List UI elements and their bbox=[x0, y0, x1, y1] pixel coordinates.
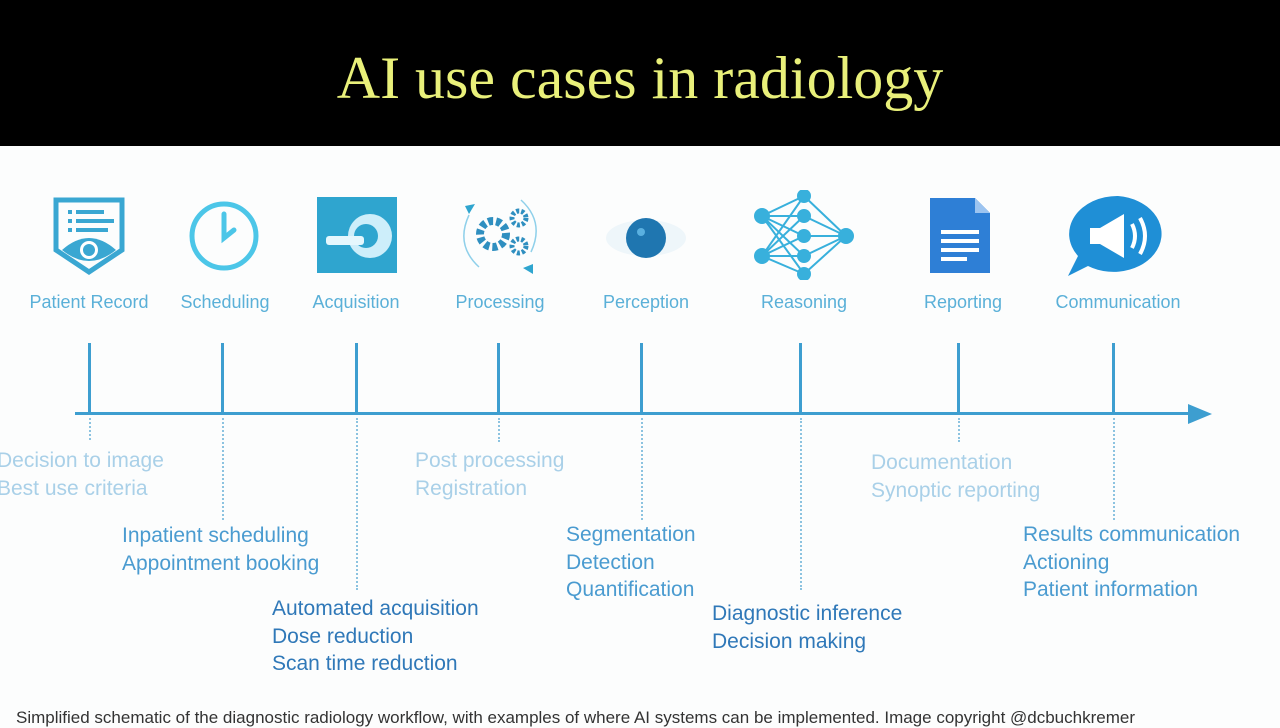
example-item: Decision to image bbox=[0, 449, 164, 472]
dotted-connector bbox=[89, 418, 91, 440]
example-item: Patient information bbox=[1023, 578, 1199, 601]
stage-label-patient-record: Patient Record bbox=[29, 292, 149, 312]
example-item: Segmentation bbox=[566, 523, 696, 546]
stage-label-communication: Communication bbox=[1055, 292, 1181, 312]
timeline-axis bbox=[75, 412, 1195, 415]
stage-label-scheduling: Scheduling bbox=[180, 292, 270, 312]
example-item: Diagnostic inference bbox=[712, 602, 903, 625]
neural-network-icon bbox=[754, 190, 854, 280]
examples-processing: Post processing Registration bbox=[415, 447, 564, 502]
example-item: Decision making bbox=[712, 629, 867, 653]
timeline-arrowhead bbox=[1188, 404, 1212, 424]
timeline-tick bbox=[221, 343, 224, 415]
timeline-tick bbox=[497, 343, 500, 415]
examples-reporting: Documentation Synoptic reporting bbox=[871, 449, 1040, 504]
dotted-connector bbox=[641, 418, 643, 520]
example-item: Detection bbox=[566, 550, 655, 574]
example-item: Results communication bbox=[1023, 523, 1241, 546]
dotted-connector bbox=[800, 418, 802, 590]
example-item: Documentation bbox=[871, 451, 1013, 474]
examples-communication: Results communication Actioning Patient … bbox=[1023, 521, 1240, 604]
stage-label-processing: Processing bbox=[455, 292, 545, 312]
dotted-connector bbox=[1113, 418, 1115, 520]
examples-patient-record: Decision to image Best use criteria bbox=[0, 447, 164, 502]
stage-label-acquisition: Acquisition bbox=[312, 292, 400, 312]
dotted-connector bbox=[222, 418, 224, 520]
examples-reasoning: Diagnostic inference Decision making bbox=[712, 600, 902, 655]
example-item: Appointment booking bbox=[122, 551, 320, 575]
timeline-tick bbox=[957, 343, 960, 415]
document-icon bbox=[930, 198, 990, 273]
clock-icon bbox=[189, 201, 259, 271]
dotted-connector bbox=[958, 418, 960, 442]
example-item: Automated acquisition bbox=[272, 597, 479, 620]
figure-caption: Simplified schematic of the diagnostic r… bbox=[16, 708, 1135, 727]
example-item: Synoptic reporting bbox=[871, 478, 1041, 502]
example-item: Post processing bbox=[415, 449, 565, 472]
example-item: Best use criteria bbox=[0, 476, 148, 500]
gears-icon bbox=[463, 199, 537, 274]
stage-label-reasoning: Reasoning bbox=[760, 292, 848, 312]
slide-title: AI use cases in radiology bbox=[336, 45, 944, 111]
example-item: Scan time reduction bbox=[272, 652, 458, 675]
timeline-tick bbox=[799, 343, 802, 415]
dotted-connector bbox=[356, 418, 358, 590]
timeline-tick bbox=[1112, 343, 1115, 415]
timeline-tick bbox=[355, 343, 358, 415]
patient-record-icon bbox=[53, 197, 125, 276]
example-item: Dose reduction bbox=[272, 624, 414, 648]
example-item: Inpatient scheduling bbox=[122, 524, 309, 547]
example-item: Quantification bbox=[566, 578, 695, 601]
timeline-tick bbox=[88, 343, 91, 415]
dotted-connector bbox=[498, 418, 500, 442]
examples-perception: Segmentation Detection Quantification bbox=[566, 521, 696, 604]
megaphone-icon bbox=[1068, 195, 1162, 276]
stage-label-perception: Perception bbox=[602, 292, 690, 312]
stage-label-reporting: Reporting bbox=[923, 292, 1003, 312]
examples-scheduling: Inpatient scheduling Appointment booking bbox=[122, 522, 319, 577]
title-banner: AI use cases in radiology bbox=[0, 0, 1280, 146]
scanner-icon bbox=[317, 197, 397, 273]
eye-icon bbox=[606, 218, 686, 258]
example-item: Actioning bbox=[1023, 550, 1110, 574]
timeline-tick bbox=[640, 343, 643, 415]
examples-acquisition: Automated acquisition Dose reduction Sca… bbox=[272, 595, 479, 678]
example-item: Registration bbox=[415, 476, 528, 500]
